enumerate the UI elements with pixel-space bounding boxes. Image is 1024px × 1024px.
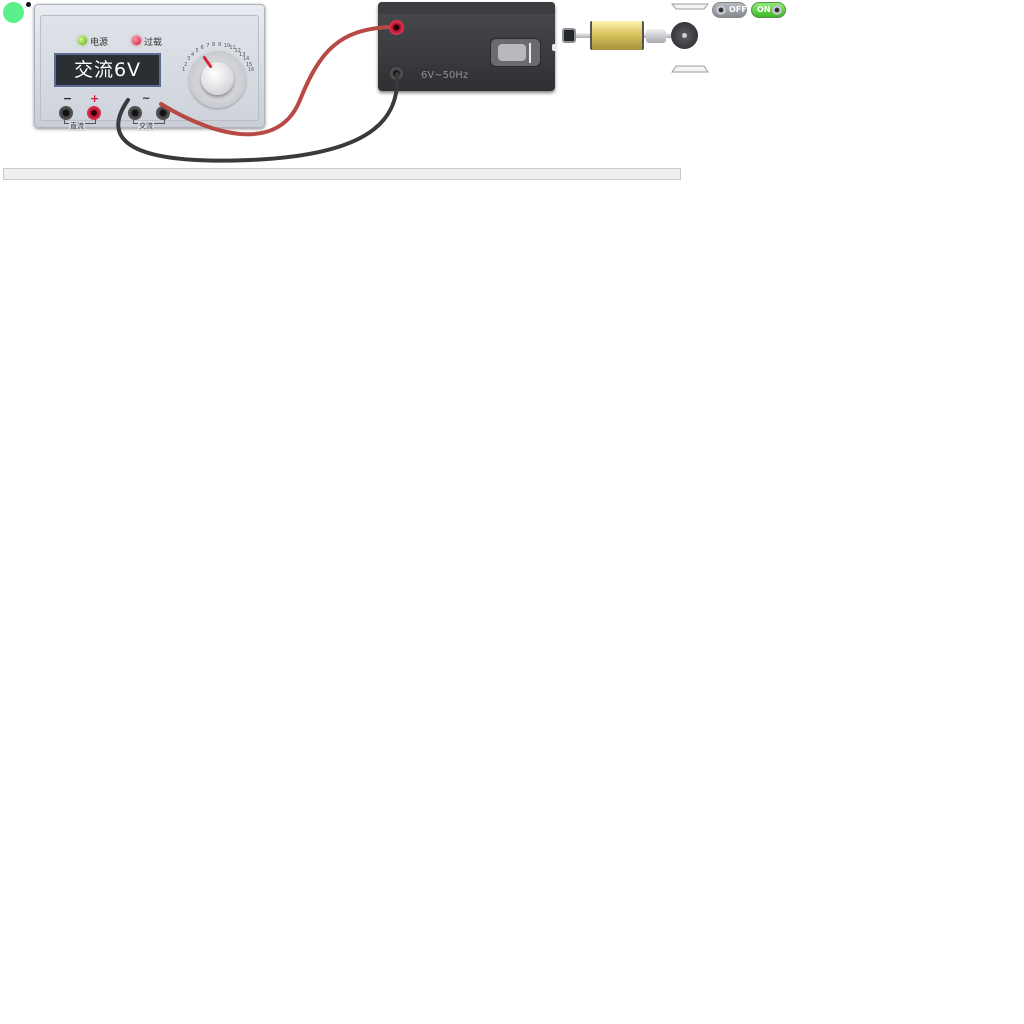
ac-terminal-left[interactable] (128, 106, 142, 120)
dial-tick-4: 4 (190, 51, 195, 58)
on-button[interactable]: ON (751, 2, 786, 18)
status-indicator (3, 2, 24, 23)
overload-label: 过载 (144, 38, 163, 48)
status-pin (26, 2, 31, 7)
timer-input-red-terminal[interactable] (389, 20, 404, 35)
timer-rating-label: 6V~50Hz (421, 70, 469, 81)
lower-clamp-icon (671, 65, 709, 73)
ac-sign: ~ (142, 93, 151, 104)
tape-slot-window (498, 44, 526, 61)
timer-top-edge (378, 2, 555, 14)
tape-slot-edge (529, 43, 531, 63)
progress-track[interactable] (3, 168, 681, 180)
dial-tick-5: 5 (195, 48, 199, 55)
off-button-knob-icon (716, 5, 726, 15)
dial-tick-1: 1 (182, 67, 186, 74)
timer-input-black-terminal[interactable] (390, 67, 403, 80)
power-led-icon (78, 36, 87, 45)
rod-clip (562, 28, 576, 43)
dial-tick-3: 3 (187, 56, 191, 63)
dot-timer: 6V~50Hz (378, 2, 557, 91)
tape-slot (490, 38, 541, 67)
voltage-knob[interactable] (201, 62, 234, 95)
overload-led-icon (132, 36, 141, 45)
dial-tick-16: 16 (247, 67, 255, 74)
ac-label: 交流 (138, 121, 154, 131)
dc-label: 直流 (69, 121, 85, 131)
upper-clamp-icon (671, 3, 709, 10)
dial-tick-2: 2 (184, 61, 188, 68)
dc-negative-sign: − (63, 92, 73, 105)
dial-tick-9: 9 (217, 42, 222, 49)
vibrator-pin (682, 33, 687, 38)
dc-positive-terminal[interactable] (87, 106, 101, 120)
dial-tick-6: 6 (200, 45, 204, 52)
power-label: 电源 (90, 38, 109, 48)
off-button-label: OFF (729, 5, 747, 14)
dc-negative-terminal[interactable] (59, 106, 73, 120)
ac-terminal-right[interactable] (156, 106, 170, 120)
timer-output-nub (552, 44, 557, 51)
on-button-knob-icon (772, 5, 782, 15)
dial-tick-7: 7 (206, 43, 210, 50)
voltage-display: 交流6V (54, 53, 161, 87)
dial-tick-8: 8 (212, 42, 216, 49)
off-button[interactable]: OFF (712, 2, 747, 18)
vibrator-arm (646, 29, 666, 43)
dc-positive-sign: + (90, 92, 100, 105)
on-button-label: ON (757, 5, 771, 14)
coil (590, 21, 644, 50)
